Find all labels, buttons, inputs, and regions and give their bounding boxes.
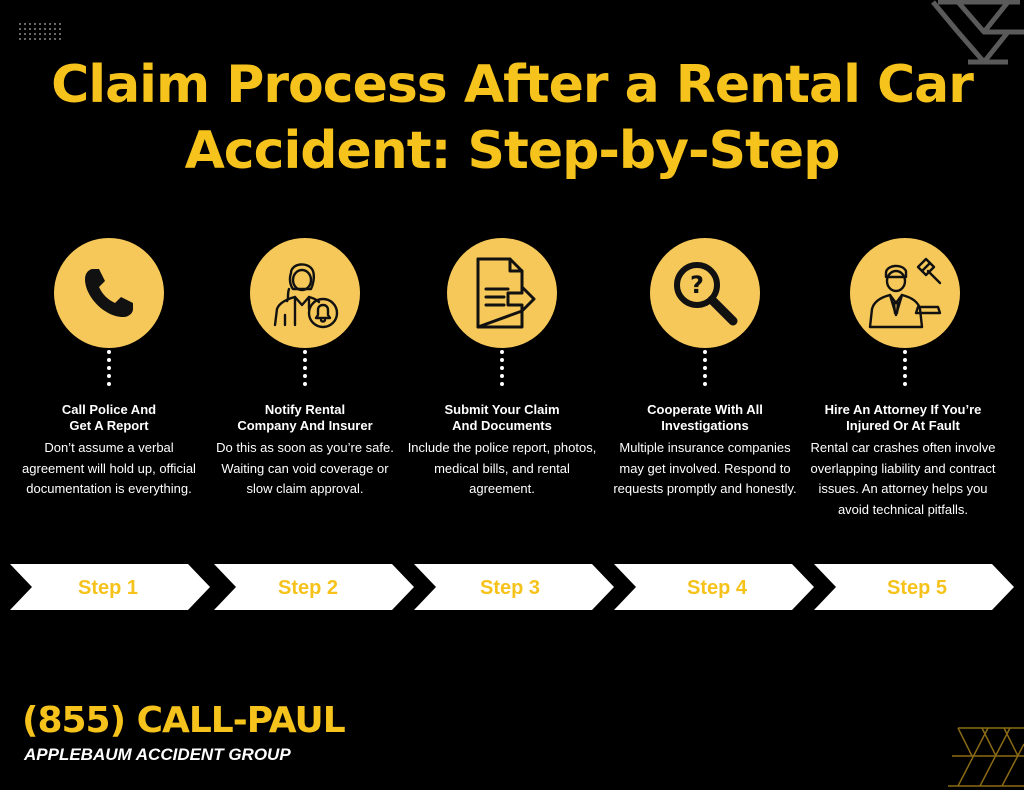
phone-number: (855) CALL-PAUL bbox=[22, 700, 346, 741]
step-1-icon-circle bbox=[54, 238, 164, 348]
step-3-text: Submit Your Claim And Documents Include … bbox=[407, 402, 597, 500]
page-title: Claim Process After a Rental Car Acciden… bbox=[40, 52, 984, 184]
step-1-connector bbox=[107, 350, 111, 386]
step-4-heading-line-1: Cooperate With All bbox=[647, 402, 763, 417]
step-5-heading-line-1: Hire An Attorney If You’re bbox=[824, 402, 982, 417]
step-3-arrow bbox=[414, 564, 614, 610]
step-1-heading-line-2: Get A Report bbox=[69, 418, 149, 433]
step-3-icon-circle bbox=[447, 238, 557, 348]
step-5-arrow bbox=[814, 564, 1014, 610]
step-3-description: Include the police report, photos, medic… bbox=[407, 440, 597, 496]
step-5-label: Step 5 bbox=[886, 577, 948, 599]
step-1-label: Step 1 bbox=[77, 577, 139, 599]
step-3-heading: Submit Your Claim And Documents bbox=[407, 402, 597, 434]
step-1-heading-line-1: Call Police And bbox=[61, 402, 157, 417]
step-4-heading: Cooperate With All Investigations bbox=[610, 402, 800, 434]
step-3-heading-line-2: And Documents bbox=[452, 418, 552, 433]
triangle-mesh-decoration bbox=[931, 0, 1024, 65]
step-4-description: Multiple insurance companies may get inv… bbox=[613, 440, 797, 496]
step-2-icon-circle bbox=[250, 238, 360, 348]
step-5-connector bbox=[903, 350, 907, 386]
step-5-icon-circle bbox=[850, 238, 960, 348]
step-1-heading: Call Police And Get A Report bbox=[14, 402, 204, 434]
step-4-icon-circle: ? bbox=[650, 238, 760, 348]
step-5-text: Hire An Attorney If You’re Injured Or At… bbox=[808, 402, 998, 520]
step-2-heading-line-2: Company And Insurer bbox=[237, 418, 373, 433]
step-5-heading-line-2: Injured Or At Fault bbox=[846, 418, 960, 433]
step-2-description: Do this as soon as you’re safe. Waiting … bbox=[216, 440, 394, 496]
page-title-line-2: Accident: Step-by-Step bbox=[184, 121, 841, 181]
step-5-description: Rental car crashes often involve overlap… bbox=[810, 440, 996, 517]
attorney-gavel-icon bbox=[868, 257, 942, 329]
agent-bell-icon bbox=[273, 263, 339, 329]
step-4-arrow bbox=[614, 564, 814, 610]
step-1-arrow bbox=[10, 564, 210, 610]
svg-text:?: ? bbox=[690, 271, 704, 299]
dot-grid-decoration bbox=[19, 23, 61, 40]
phone-icon bbox=[85, 269, 133, 317]
step-2-connector bbox=[303, 350, 307, 386]
step-5-heading: Hire An Attorney If You’re Injured Or At… bbox=[808, 402, 998, 434]
step-2-arrow bbox=[214, 564, 414, 610]
page-title-line-1: Claim Process After a Rental Car bbox=[51, 55, 974, 115]
step-2-heading: Notify Rental Company And Insurer bbox=[210, 402, 400, 434]
firm-name: APPLEBAUM ACCIDENT GROUP bbox=[24, 745, 291, 764]
step-4-heading-line-2: Investigations bbox=[661, 418, 749, 433]
step-arrows bbox=[10, 564, 1014, 610]
document-arrow-icon bbox=[476, 257, 536, 329]
step-2-heading-line-1: Notify Rental bbox=[264, 402, 346, 417]
step-2-label: Step 2 bbox=[277, 577, 339, 599]
step-2-text: Notify Rental Company And Insurer Do thi… bbox=[210, 402, 400, 500]
triangle-mesh-corner-decoration bbox=[948, 727, 1024, 787]
step-1-description: Don’t assume a verbal agreement will hol… bbox=[22, 440, 196, 496]
step-4-connector bbox=[703, 350, 707, 386]
step-4-text: Cooperate With All Investigations Multip… bbox=[610, 402, 800, 500]
magnifier-question-icon: ? bbox=[674, 262, 738, 326]
step-3-heading-line-1: Submit Your Claim bbox=[444, 402, 560, 417]
step-3-label: Step 3 bbox=[479, 577, 541, 599]
step-4-label: Step 4 bbox=[686, 577, 748, 599]
step-3-connector bbox=[500, 350, 504, 386]
step-1-text: Call Police And Get A Report Don’t assum… bbox=[14, 402, 204, 500]
